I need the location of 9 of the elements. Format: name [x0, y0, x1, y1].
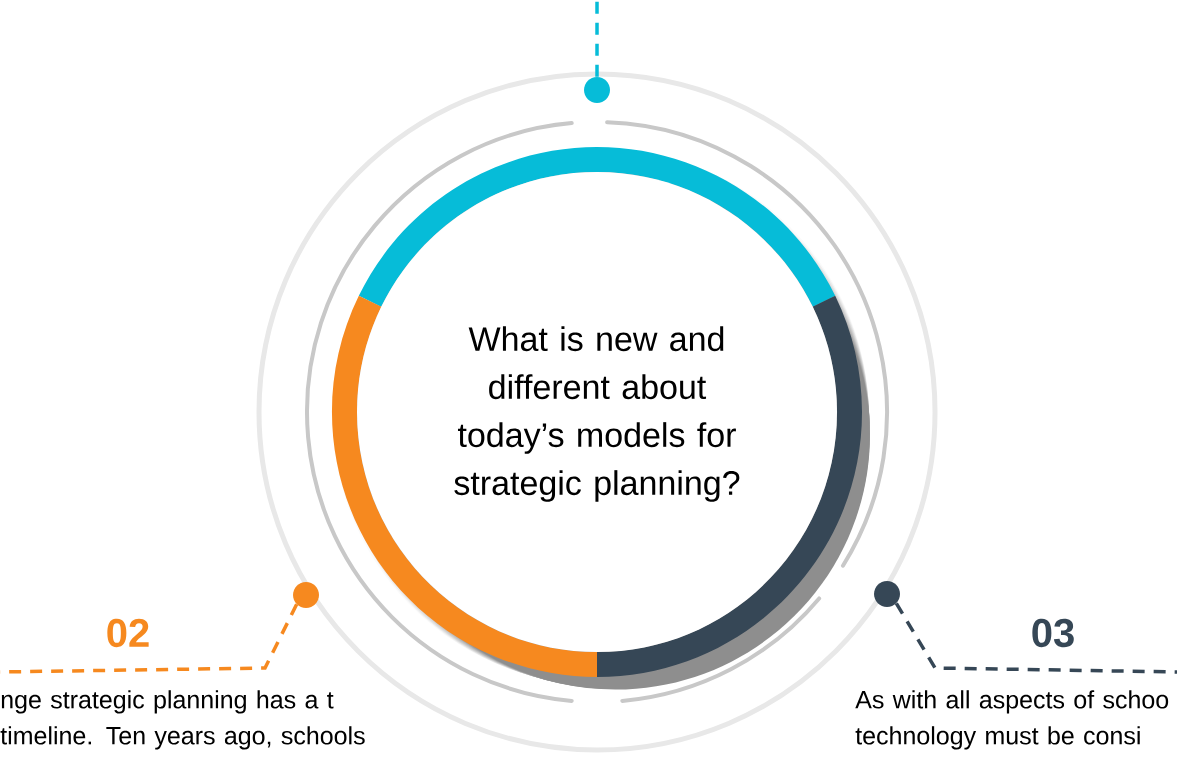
- dot: [293, 582, 319, 608]
- dot: [584, 77, 610, 103]
- step-text: As with all aspects of schoo technology must be consi: [855, 690, 1169, 750]
- leader-line: [595, 0, 599, 77]
- step-number: 03: [1032, 618, 1074, 648]
- dot: [874, 581, 900, 607]
- step-number: 02: [107, 618, 149, 648]
- leader-line: [894, 602, 1177, 674]
- step-text: nge strategic planning has a t timeline. Ten years ago, schools: [0, 690, 365, 750]
